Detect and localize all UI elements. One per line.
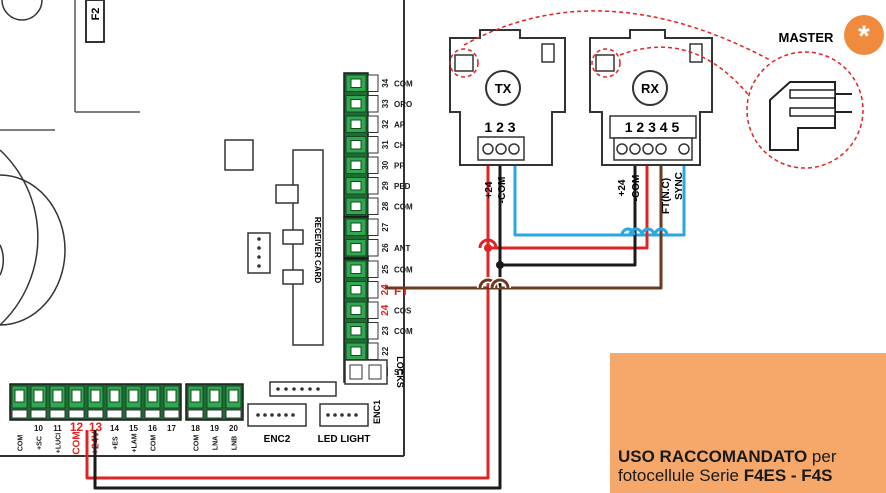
wire-red-24v	[85, 160, 649, 480]
terminal-bottom-num: 11	[53, 424, 62, 433]
terminal-right-num: 28	[381, 201, 390, 210]
terminal-bottom-num: 19	[210, 424, 219, 433]
terminal-right-label: PED	[394, 182, 411, 191]
note-strong-1: USO RACCOMANDATO	[618, 447, 808, 466]
terminal-right-label: ST	[394, 368, 404, 377]
terminal-bottom-num: 14	[110, 424, 119, 433]
terminal-right-label: COM	[394, 202, 413, 211]
terminal-bottom-label: LNB	[232, 436, 239, 450]
terminal-right-num: 32	[381, 119, 390, 128]
terminal-right-num: 29	[381, 181, 390, 190]
terminal-bottom-num: 16	[148, 424, 157, 433]
terminal-right-num: 26	[381, 243, 390, 252]
receiver-connector	[247, 232, 271, 274]
control-board: RECEIVER CARD F2	[0, 0, 405, 457]
note-text-1: per	[807, 447, 837, 466]
terminal-bottom-label: COM	[18, 435, 25, 452]
receiver-card-label: RECEIVER CARD	[313, 217, 322, 283]
tx-wire-label-com: -COM	[497, 177, 508, 204]
tx-module: TX 1 2 3 +24 -COM	[449, 29, 566, 204]
jumper-icon	[769, 81, 852, 151]
terminal-right-num: 25	[381, 264, 390, 273]
terminal-right-label: ANT	[394, 244, 411, 253]
terminal-bottom-label: COM	[194, 435, 201, 452]
terminal-bottom-label: COM	[72, 431, 83, 454]
locks-label: LOCKS	[395, 356, 405, 388]
terminal-right-num: 30	[381, 160, 390, 169]
terminal-bottom-num: 15	[129, 424, 138, 433]
terminal-right-num: 31	[381, 140, 390, 149]
terminal-right-num: 24	[380, 284, 391, 296]
terminal-bottom-num: 17	[167, 424, 176, 433]
terminal-right-label: AP	[394, 120, 406, 129]
terminal-bottom-label: +LAM	[132, 433, 139, 452]
terminal-right-num: 34	[381, 78, 390, 87]
enc1-label: ENC1	[372, 400, 382, 424]
terminal-right-label: PP	[394, 161, 405, 170]
tx-label: TX	[495, 81, 512, 96]
terminal-bottom-num: 13	[89, 420, 103, 434]
asterisk-badge-text: *	[858, 20, 870, 53]
terminal-right-num: 22	[381, 346, 390, 355]
terminal-right-label: COS	[394, 306, 412, 315]
terminal-right-num: 27	[381, 222, 390, 231]
terminal-bottom-label: +ES	[113, 436, 120, 450]
terminal-right-label: CH	[394, 141, 406, 150]
terminal-right-label: COM	[394, 265, 413, 274]
rx-wire-label-24: +24	[617, 179, 628, 196]
recommendation-note: USO RACCOMANDATO per fotocellule Serie F…	[610, 353, 886, 493]
rx-wire-label-com: -COM	[631, 175, 642, 202]
note-strong-2: F4ES - F4S	[743, 466, 833, 485]
note-text-2: fotocellule Serie	[618, 466, 744, 485]
terminal-right-label: ORO	[394, 100, 412, 109]
wire-black-com	[93, 160, 637, 490]
terminal-bottom-label: COM	[151, 435, 158, 452]
asterisk-badge	[844, 15, 884, 55]
receiver-card	[292, 149, 324, 346]
terminal-right-num: 33	[381, 99, 390, 108]
capacitor-outline	[0, 174, 66, 326]
component-square	[224, 139, 254, 171]
terminal-bottom-num: 18	[191, 424, 200, 433]
led-light-connector	[319, 403, 369, 427]
enc2-connector	[247, 403, 307, 427]
tx-pins: 1 2 3	[484, 119, 515, 135]
bottom-terminal-block: COM10+SC11+LUCI12COM13+24V14+ES15+LAM16C…	[9, 383, 244, 455]
rx-pins: 1 2 3 4 5	[625, 119, 680, 135]
terminal-right-num: 23	[381, 326, 390, 335]
fuse-label: F2	[90, 8, 102, 21]
tx-wire-label-24: +24	[484, 181, 495, 198]
master-label: MASTER	[779, 30, 835, 45]
rx-wire-label-ft: FT(N.C)	[661, 178, 672, 214]
rx-wire-label-sync: SYNC	[674, 172, 685, 200]
wires	[85, 160, 686, 490]
wire-brown-ft	[385, 160, 663, 290]
terminal-bottom-label: +SC	[37, 436, 44, 450]
enc2-label: ENC2	[264, 434, 291, 445]
fuse	[85, 0, 105, 43]
terminal-right-label: FT	[394, 284, 409, 298]
note-text: USO RACCOMANDATO per fotocellule Serie F…	[618, 447, 880, 485]
terminal-bottom-label: LNA	[213, 436, 220, 450]
terminal-bottom-num: 20	[229, 424, 238, 433]
connectors: LOCKS ENC1 ENC2 LED LIGHT	[247, 237, 405, 445]
terminal-right-num: 24	[380, 304, 391, 316]
rx-label: RX	[641, 81, 659, 96]
terminal-right-label: COM	[394, 79, 413, 88]
terminal-bottom-num: 12	[70, 420, 84, 434]
terminal-right-label: COM	[394, 327, 413, 336]
rx-module: RX 1 2 3 4 5 +24 -COM FT(N.C) SYNC	[589, 29, 713, 214]
led-light-label: LED LIGHT	[318, 434, 371, 445]
terminal-bottom-num: 10	[34, 424, 43, 433]
terminal-bottom-label: +LUCI	[56, 433, 63, 453]
wire-blue-tx	[513, 160, 686, 237]
master-callout: MASTER *	[449, 10, 884, 169]
